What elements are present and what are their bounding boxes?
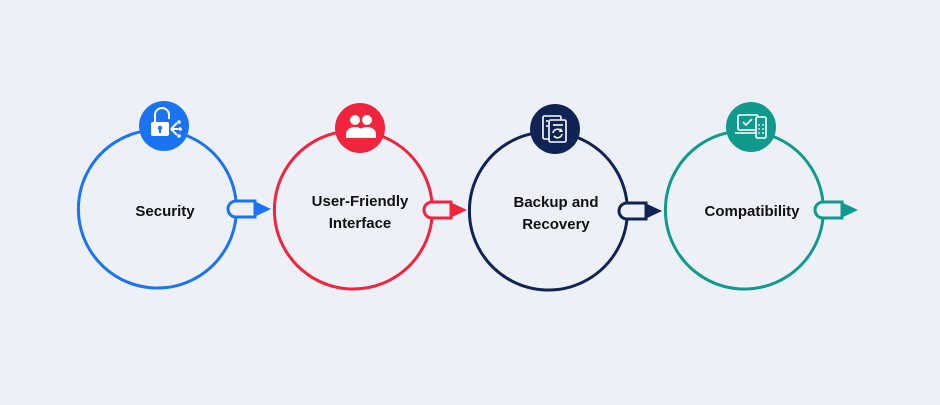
step-ring bbox=[663, 129, 825, 291]
step-user-friendly-interface bbox=[272, 103, 467, 291]
step-ring bbox=[272, 129, 434, 291]
arrow-connector bbox=[422, 200, 453, 220]
padlock-network-icon bbox=[151, 107, 182, 138]
arrow-head bbox=[254, 201, 271, 217]
arrow-connector bbox=[617, 201, 648, 221]
step-security bbox=[76, 101, 271, 290]
arrow-head bbox=[450, 202, 467, 218]
devices-icon bbox=[735, 114, 767, 139]
step-ring bbox=[467, 130, 629, 292]
step-label-backup-and-recovery: Backup and Recovery bbox=[513, 194, 599, 233]
step-label-compatibility: Compatibility bbox=[704, 203, 800, 220]
arrow-connector bbox=[226, 199, 257, 219]
backup-document-icon bbox=[542, 115, 567, 143]
icon-badge bbox=[335, 103, 385, 153]
arrow-head bbox=[841, 202, 858, 218]
icon-badge bbox=[726, 102, 776, 152]
step-label-security: Security bbox=[135, 203, 195, 220]
step-label-user-friendly-interface: User-Friendly Interface bbox=[311, 193, 409, 232]
arrow-connector bbox=[813, 200, 844, 220]
step-compatibility bbox=[663, 102, 858, 291]
step-backup-and-recovery bbox=[467, 104, 662, 292]
users-icon bbox=[346, 115, 376, 138]
step-ring bbox=[76, 128, 238, 290]
arrow-head bbox=[645, 203, 662, 219]
